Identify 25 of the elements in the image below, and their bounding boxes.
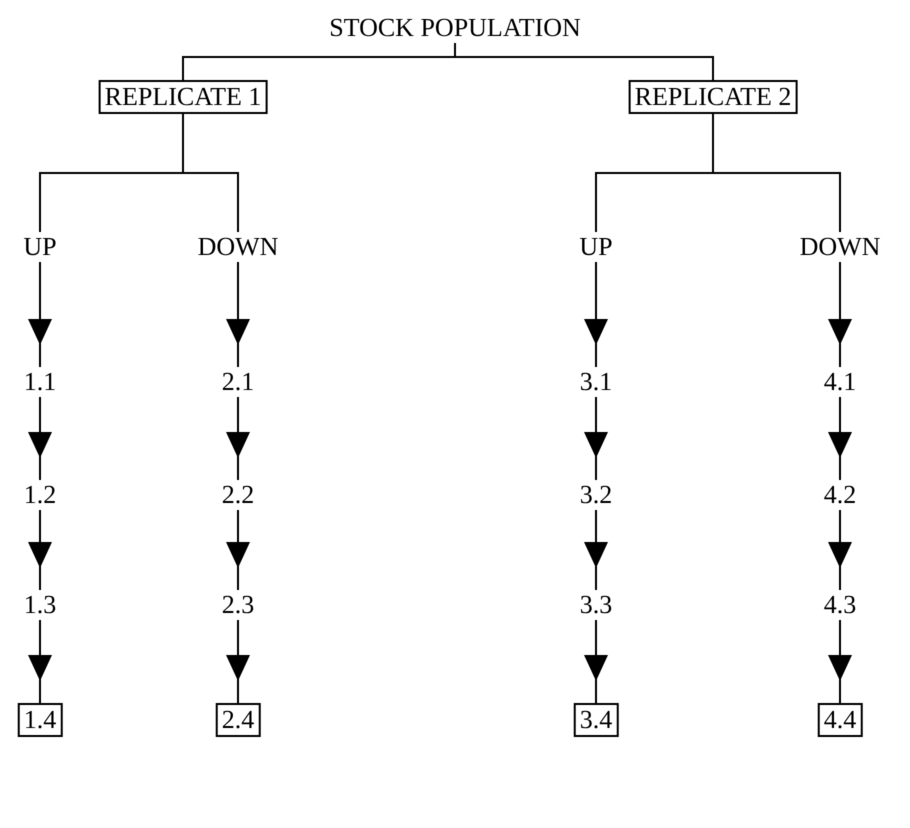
arrow <box>28 262 52 367</box>
arrow <box>28 510 52 590</box>
arrow <box>28 620 52 703</box>
generation-box: 3.4 <box>574 703 618 737</box>
arrow <box>226 262 250 367</box>
connector-line <box>182 114 239 232</box>
arrow <box>226 510 250 590</box>
generation-box: 2.4 <box>216 703 260 737</box>
connector-line <box>454 43 714 80</box>
arrow <box>28 397 52 480</box>
arrow <box>584 397 608 480</box>
arrow <box>584 510 608 590</box>
arrow <box>226 397 250 480</box>
connector-line <box>712 114 841 232</box>
replicate-box: REPLICATE 1 <box>98 80 268 114</box>
arrow <box>828 620 852 703</box>
replicate-box: REPLICATE 2 <box>628 80 798 114</box>
arrow <box>828 510 852 590</box>
arrow <box>584 620 608 703</box>
arrow <box>828 397 852 480</box>
generation-box: 1.4 <box>18 703 62 737</box>
arrow <box>584 262 608 367</box>
arrow <box>226 620 250 703</box>
arrow <box>828 262 852 367</box>
generation-box: 4.4 <box>818 703 862 737</box>
